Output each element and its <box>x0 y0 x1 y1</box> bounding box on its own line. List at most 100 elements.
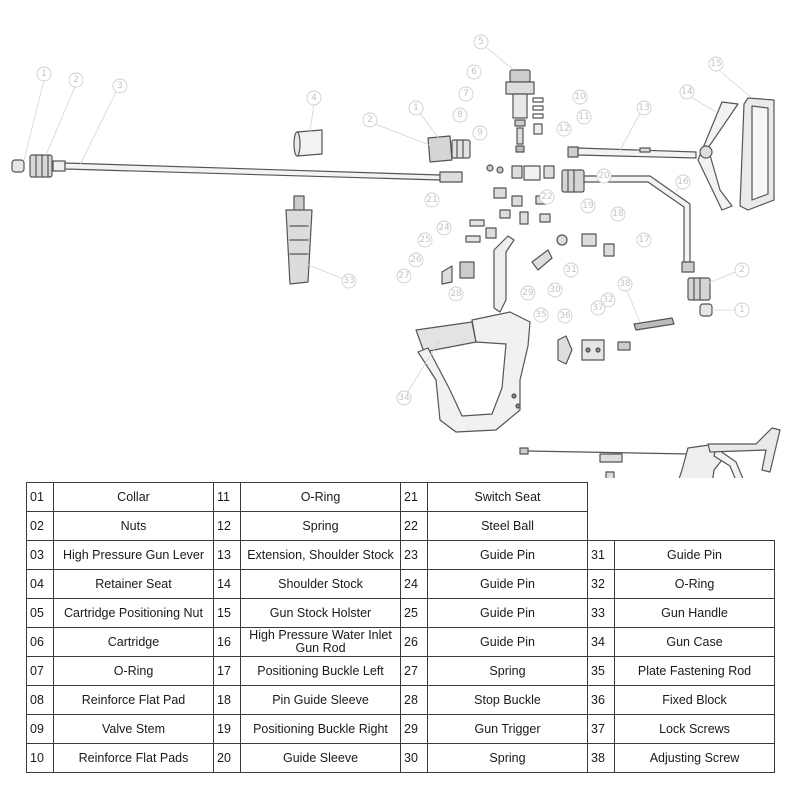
callout-35: 35 <box>533 307 549 323</box>
part-number-cell: 33 <box>587 598 615 628</box>
callout-2: 2 <box>362 112 378 128</box>
callout-number: 1 <box>413 103 419 113</box>
part-number-cell: 06 <box>26 627 54 657</box>
callout-22: 22 <box>539 189 555 205</box>
part-number-cell: 20 <box>213 743 241 773</box>
gun-stock-holster <box>739 97 775 211</box>
callout-number: 27 <box>398 271 409 281</box>
part-number-cell: 19 <box>213 714 241 744</box>
part-name-cell: Plate Fastening Rod <box>614 656 775 686</box>
part-name-cell: Extension, Shoulder Stock <box>240 540 401 570</box>
part-name-cell: Reinforce Flat Pads <box>53 743 214 773</box>
part-number-cell: 24 <box>400 569 428 599</box>
gun-case-part <box>415 311 531 433</box>
callout-circle <box>473 34 489 50</box>
part-name-cell: Cartridge Positioning Nut <box>53 598 214 628</box>
callout-number: 6 <box>471 67 477 77</box>
callout-37: 37 <box>590 300 606 316</box>
part-name-cell: Reinforce Flat Pad <box>53 685 214 715</box>
part-name-cell: Positioning Buckle Left <box>240 656 401 686</box>
callout-circle <box>580 198 596 214</box>
callout-circle <box>408 100 424 116</box>
part-name-cell: Adjusting Screw <box>614 743 775 773</box>
callout-33: 33 <box>341 273 357 289</box>
callout-number: 26 <box>410 255 422 265</box>
collar-part-left <box>11 159 25 173</box>
callout-number: 29 <box>522 288 534 298</box>
callout-circle <box>520 285 536 301</box>
callout-1: 1 <box>734 302 750 318</box>
callout-34: 34 <box>396 390 412 406</box>
callout-36: 36 <box>557 308 573 324</box>
part-name-cell: O-Ring <box>53 656 214 686</box>
callout-number: 33 <box>343 276 354 286</box>
part-number-cell: 10 <box>26 743 54 773</box>
callout-circle <box>734 262 750 278</box>
part-name-cell: Gun Case <box>614 627 775 657</box>
part-name-cell: Guide Pin <box>614 540 775 570</box>
callout-2: 2 <box>68 72 84 88</box>
high-pressure-gun-lever <box>52 160 463 183</box>
callout-number: 32 <box>602 295 613 305</box>
callout-circle <box>408 252 424 268</box>
part-number-cell: 27 <box>400 656 428 686</box>
part-number-cell: 09 <box>26 714 54 744</box>
callout-number: 2 <box>73 75 79 85</box>
part-number-cell: 36 <box>587 685 615 715</box>
part-number-cell: 05 <box>26 598 54 628</box>
callout-number: 16 <box>677 177 689 187</box>
callout-circle <box>572 89 588 105</box>
part-number-cell: 21 <box>400 482 428 512</box>
callout-number: 14 <box>681 87 693 97</box>
callout-circle <box>610 206 626 222</box>
callout-9: 9 <box>472 125 488 141</box>
part-number-cell: 23 <box>400 540 428 570</box>
callout-number: 28 <box>450 289 462 299</box>
part-name-cell: Guide Pin <box>427 627 588 657</box>
part-number-cell: 14 <box>213 569 241 599</box>
callout-18: 18 <box>610 206 626 222</box>
part-name-cell: Cartridge <box>53 627 214 657</box>
callout-circle <box>436 220 452 236</box>
part-name-cell: Switch Seat <box>427 482 588 512</box>
gun-trigger-part <box>493 235 515 313</box>
part-number-cell: 01 <box>26 482 54 512</box>
part-name-cell: Gun Trigger <box>427 714 588 744</box>
callout-number: 8 <box>457 110 463 120</box>
callout-number: 2 <box>367 115 373 125</box>
callout-circle <box>306 90 322 106</box>
part-number-cell: 18 <box>213 685 241 715</box>
callout-number: 34 <box>398 393 410 403</box>
callout-27: 27 <box>396 268 412 284</box>
nut-part-center <box>427 135 471 163</box>
callout-number: 13 <box>638 103 649 113</box>
callout-number: 31 <box>565 265 576 275</box>
callout-circle <box>734 302 750 318</box>
callout-number: 24 <box>438 223 450 233</box>
part-number-cell: 08 <box>26 685 54 715</box>
part-name-cell: O-Ring <box>240 482 401 512</box>
part-number-cell: 22 <box>400 511 428 541</box>
part-number-cell: 04 <box>26 569 54 599</box>
fixed-block-parts <box>557 317 675 365</box>
part-number-cell: 28 <box>400 685 428 715</box>
part-name-cell: Guide Pin <box>427 569 588 599</box>
callout-number: 1 <box>41 69 47 79</box>
extension-shoulder-stock <box>567 146 697 159</box>
callout-circle <box>452 107 468 123</box>
part-number-cell: 07 <box>26 656 54 686</box>
callout-number: 5 <box>478 37 484 47</box>
callout-number: 30 <box>549 285 561 295</box>
retainer-seat-part <box>293 129 323 157</box>
callout-number: 9 <box>477 128 483 138</box>
callout-29: 29 <box>520 285 536 301</box>
callout-number: 3 <box>117 81 123 91</box>
